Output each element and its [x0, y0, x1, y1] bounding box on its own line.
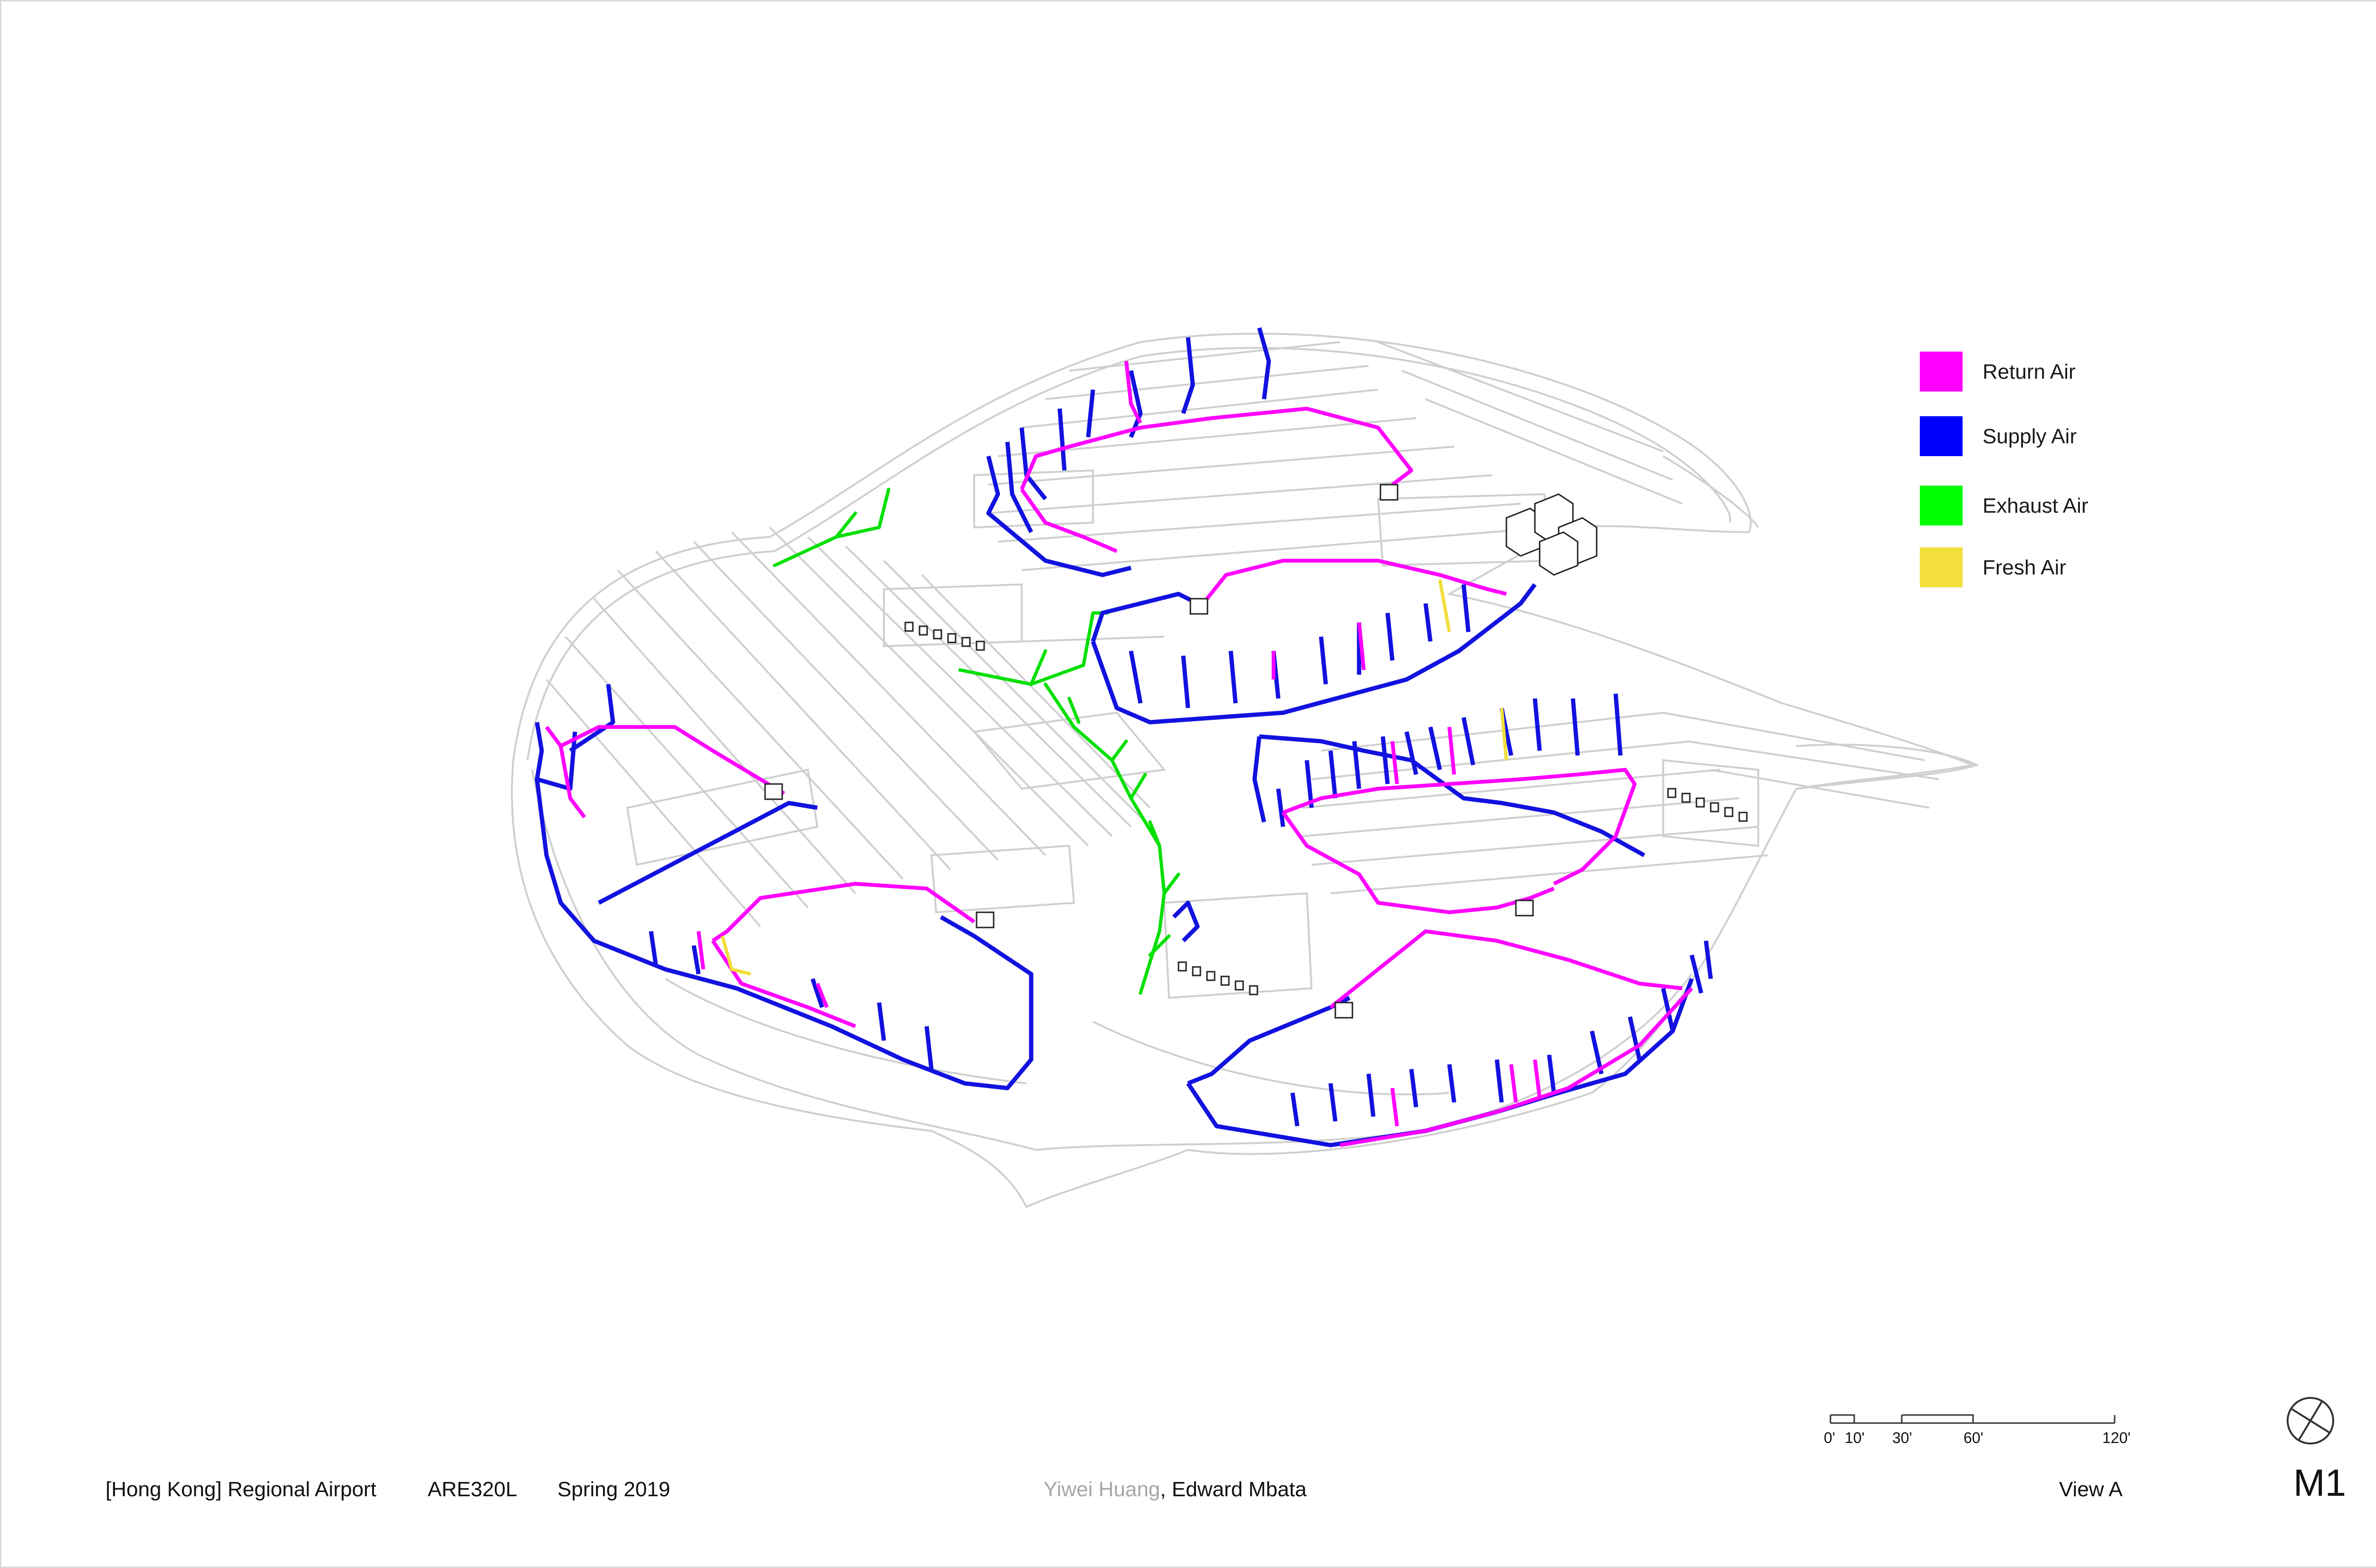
author-2: Edward Mbata: [1171, 1478, 1307, 1501]
exhaust-air-ducts: [773, 488, 1180, 995]
scale-label-120: 120': [2102, 1429, 2131, 1446]
sheet-number: M1: [2293, 1462, 2347, 1504]
scale-label-60: 60': [1964, 1429, 1983, 1446]
scale-bar: [1830, 1414, 2116, 1424]
supply-air-ducts: [535, 327, 1713, 1147]
north-arrow-icon: [2287, 1397, 2334, 1444]
view-label: View A: [2059, 1478, 2123, 1501]
legend-label: Return Air: [1983, 360, 2076, 383]
return-air-ducts: [545, 361, 1693, 1147]
author-1: Yiwei Huang: [1044, 1478, 1160, 1501]
term: Spring 2019: [557, 1478, 671, 1501]
return-air-swatch: [1920, 352, 1963, 392]
supply-air-swatch: [1920, 416, 1963, 456]
mechanical-equipment: [764, 484, 1748, 1019]
scale-label-0: 0': [1824, 1429, 1835, 1446]
author-separator: ,: [1160, 1478, 1172, 1501]
scale-label-10: 10': [1845, 1429, 1865, 1446]
fresh-air-swatch: [1920, 547, 1963, 587]
project-title: [Hong Kong] Regional Airport: [105, 1478, 376, 1501]
course-code: ARE320L: [428, 1478, 517, 1501]
authors: Yiwei Huang, Edward Mbata: [1044, 1478, 1307, 1501]
fresh-air-ducts: [720, 579, 1508, 976]
exhaust-air-swatch: [1920, 486, 1963, 526]
legend-label: Exhaust Air: [1983, 494, 2089, 517]
legend-label: Supply Air: [1983, 425, 2077, 448]
roof-structure: [511, 333, 1980, 1208]
scale-label-30: 30': [1892, 1429, 1912, 1446]
legend-label: Fresh Air: [1983, 556, 2067, 579]
